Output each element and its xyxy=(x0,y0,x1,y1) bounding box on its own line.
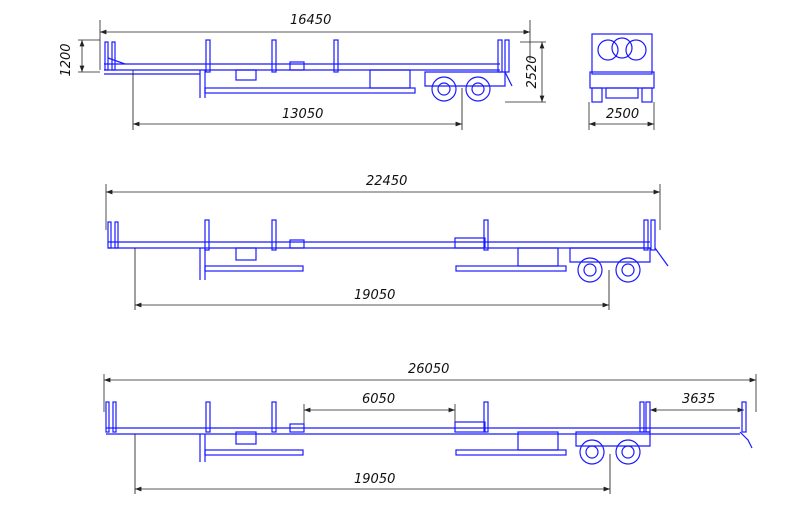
dimension-axle-position: 19050 xyxy=(354,288,395,303)
dimension-overall-length: 22450 xyxy=(366,174,407,189)
dimension-height: 1200 xyxy=(59,43,74,76)
dimension-axle-position: 13050 xyxy=(282,107,323,122)
dimension-extension: 6050 xyxy=(362,392,395,407)
side-view-short: 16450 1200 2520 xyxy=(59,13,546,130)
dimension-overall-length: 16450 xyxy=(290,13,331,28)
dimension-total-height: 2520 xyxy=(525,55,540,88)
side-view-medium: 22450 19050 xyxy=(105,174,669,310)
dimension-width: 2500 xyxy=(606,107,639,122)
dimension-axle-position: 19050 xyxy=(354,472,395,487)
rear-view: 2500 xyxy=(588,33,655,130)
dimension-rear-overhang: 3635 xyxy=(682,392,715,407)
side-view-long: 26050 6050 3635 19050 xyxy=(103,362,757,494)
dimension-overall-length: 26050 xyxy=(408,362,449,377)
